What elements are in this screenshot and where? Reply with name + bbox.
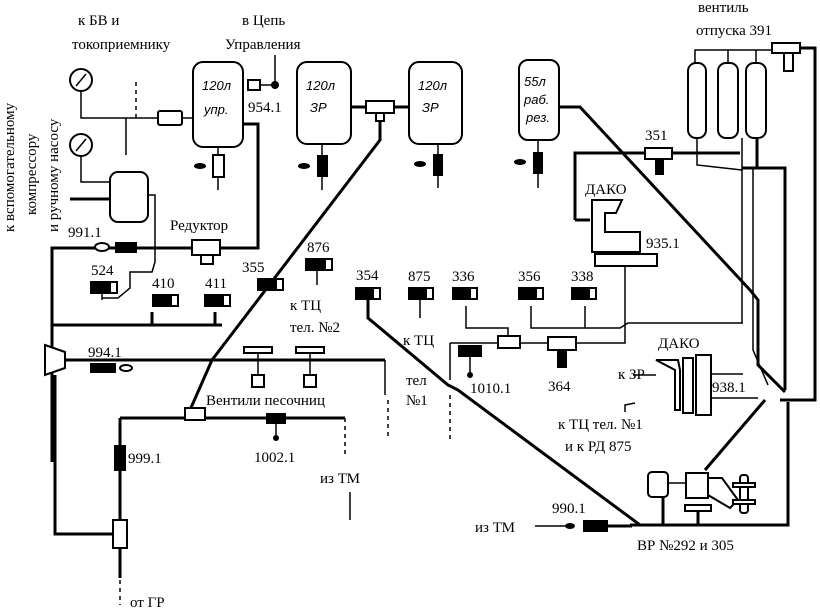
sand-valve-1[interactable] (243, 346, 273, 388)
label-tel: тел (406, 373, 427, 389)
label-vr: ВР №292 и 305 (637, 538, 734, 554)
label-336: 336 (452, 269, 475, 285)
tank-working: 55л раб. рез. (518, 59, 560, 141)
label-aux-3: и ручному насосу (46, 118, 62, 232)
label-991: 991.1 (68, 225, 102, 241)
label-to-bv: к БВ и (78, 13, 119, 29)
dako-938 (655, 354, 758, 416)
label-from-tm-1: из ТМ (320, 471, 360, 487)
label-reducer: Редуктор (170, 218, 228, 234)
device-354[interactable] (355, 287, 381, 300)
label-411: 411 (205, 276, 227, 292)
aux-compressor-label: к вспомогательному компрессору и ручному… (2, 102, 62, 232)
drain-tap-icon[interactable] (514, 140, 543, 188)
pressure-gauge-icon (69, 133, 93, 157)
label-355: 355 (242, 260, 265, 276)
device-338[interactable] (571, 287, 597, 300)
air-distributor-vr (647, 471, 756, 525)
label-aux-2: компрессору (24, 133, 40, 215)
device-876[interactable] (305, 258, 333, 285)
label-to-zr: к ЗР (618, 367, 645, 383)
label-sand-valves: Вентили песочниц (206, 393, 325, 409)
svg-text:55л: 55л (524, 74, 546, 89)
label-from-tm-2: из ТМ (475, 520, 515, 536)
label-aux-1: к вспомогательному (2, 102, 18, 232)
label-no1: №1 (406, 393, 428, 409)
valve-990[interactable] (583, 520, 608, 532)
sand-valve-2[interactable] (295, 346, 325, 388)
device-336[interactable] (452, 287, 478, 300)
label-524: 524 (91, 263, 114, 279)
label-1010: 1010.1 (470, 381, 511, 397)
label-954: 954.1 (248, 100, 282, 116)
svg-text:120л: 120л (306, 78, 336, 93)
device-524[interactable] (90, 281, 118, 300)
label-876: 876 (307, 240, 330, 256)
valve-994[interactable] (90, 363, 133, 373)
label-935: 935.1 (646, 236, 680, 252)
valve-1010[interactable] (458, 345, 482, 378)
release-valve-391[interactable] (771, 42, 801, 54)
device-356[interactable] (518, 287, 544, 300)
label-from-gr: от ГР (130, 595, 165, 611)
svg-text:120л: 120л (418, 78, 448, 93)
valve-1002[interactable] (266, 413, 286, 441)
label-1002: 1002.1 (254, 450, 295, 466)
label-to-pantograph: токоприемнику (72, 37, 171, 53)
label-to-tc-2b: тел. №2 (290, 320, 340, 336)
svg-text:ЗР: ЗР (422, 100, 439, 115)
label-410: 410 (152, 276, 175, 292)
label-to-control-1: в Цепь (242, 13, 285, 29)
label-990: 990.1 (552, 501, 586, 517)
valve-991[interactable] (94, 242, 137, 253)
device-875[interactable] (408, 287, 434, 318)
reservoir-cylinder (745, 62, 767, 139)
label-354: 354 (356, 268, 379, 284)
drain-tap-icon[interactable] (298, 144, 328, 190)
dako-935 (575, 199, 658, 267)
reducer (191, 239, 221, 256)
svg-text:раб.: раб. (523, 92, 549, 107)
svg-text:120л: 120л (202, 78, 232, 93)
device-411[interactable] (204, 294, 231, 307)
tank-spare-1: 120л ЗР (296, 61, 352, 145)
label-dako-2: ДАКО (658, 336, 700, 352)
label-364: 364 (548, 379, 571, 395)
tank-spare-2: 120л ЗР (408, 61, 463, 145)
label-351: 351 (645, 128, 668, 144)
valve-999[interactable] (114, 445, 126, 471)
valve-351[interactable] (644, 147, 673, 175)
label-999: 999.1 (128, 451, 162, 467)
reservoir-cylinder (717, 62, 739, 139)
label-to-tc-rd-1: к ТЦ тел. №1 (558, 417, 643, 433)
tank-control: 120л упр. (192, 61, 244, 148)
device-410[interactable] (152, 294, 179, 307)
reservoir-cylinder (687, 62, 707, 139)
label-release-1: вентиль (698, 0, 749, 16)
label-release-2: отпуска 391 (696, 23, 772, 39)
label-356: 356 (518, 269, 541, 285)
svg-text:упр.: упр. (203, 102, 229, 117)
device-355[interactable] (257, 278, 284, 291)
drain-tap-icon[interactable] (414, 144, 443, 188)
label-dako-1: ДАКО (585, 182, 627, 198)
filter (157, 110, 183, 126)
label-to-control-2: Управления (225, 37, 301, 53)
label-994: 994.1 (88, 345, 122, 361)
svg-text:ЗР: ЗР (310, 100, 327, 115)
label-875: 875 (408, 269, 431, 285)
label-to-tc-rd-2: и к РД 875 (565, 439, 632, 455)
small-reservoir (109, 171, 149, 223)
label-to-tc-2a: к ТЦ (290, 298, 321, 314)
label-to-tc-1: к ТЦ (403, 333, 434, 349)
label-938: 938.1 (712, 380, 746, 396)
drain-tap-icon[interactable] (194, 147, 225, 190)
svg-text:рез.: рез. (525, 110, 550, 125)
pressure-gauge-icon (69, 68, 93, 92)
label-338: 338 (571, 269, 594, 285)
